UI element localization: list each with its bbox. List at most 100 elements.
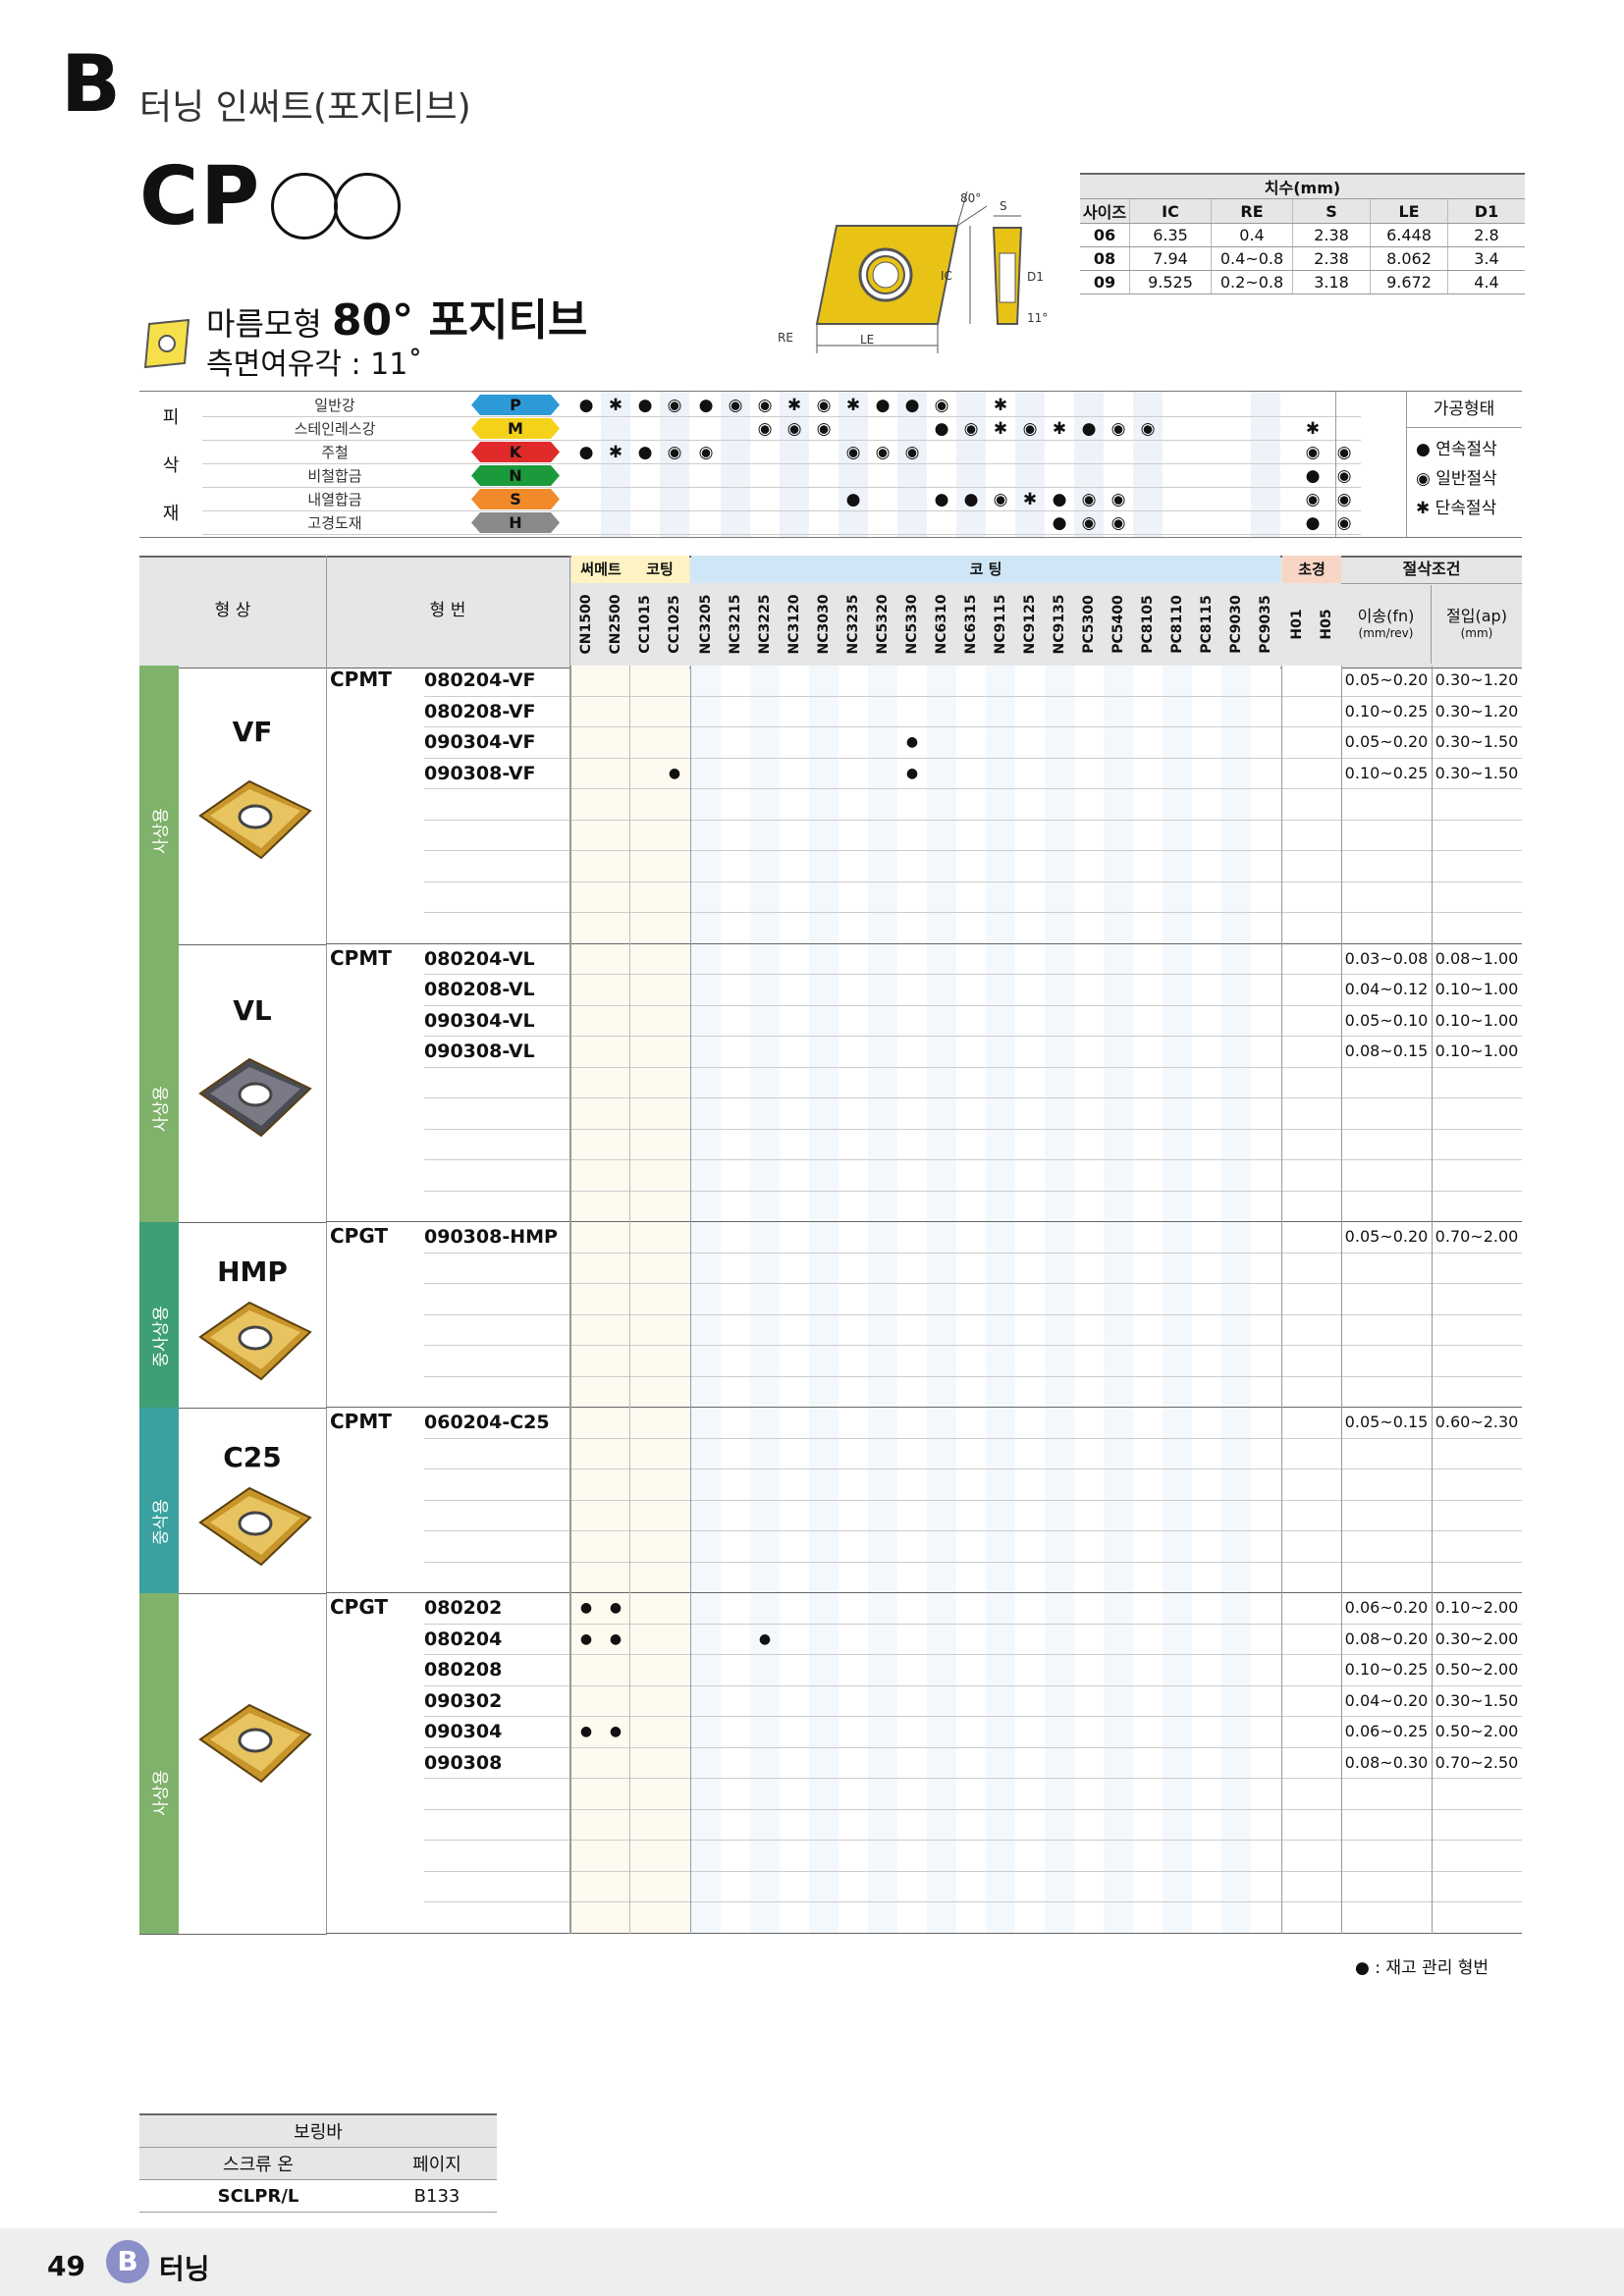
stock-dot: ● (668, 765, 681, 781)
depth-value: 0.50~2.00 (1435, 1722, 1519, 1740)
row-line (424, 1530, 1341, 1531)
part-code[interactable]: 080204-VL (424, 947, 535, 970)
grade-label: NC3235 (845, 594, 861, 655)
part-code[interactable]: 090308-VL (424, 1041, 535, 1062)
grid-stripe (839, 392, 868, 537)
machining-mark: ◉ (845, 443, 861, 462)
dims-cell: 3.18 (1292, 270, 1371, 294)
part-code[interactable]: 090304-VL (424, 1009, 535, 1032)
grade-column-bg (1221, 1593, 1251, 1934)
usage-side-label: 사상용 (139, 1593, 179, 1935)
material-name: 비철합금 (307, 467, 362, 485)
insert-photo-icon (198, 1058, 312, 1138)
dims-cell: 0.4~0.8 (1211, 246, 1293, 271)
grade-column-bg (809, 1593, 839, 1934)
part-code[interactable]: 080204 (424, 1628, 503, 1650)
grade-column-bg (1104, 1408, 1133, 1593)
depth-unit: (mm) (1460, 626, 1493, 640)
head-cutting: 절삭조건 (1341, 556, 1522, 584)
grade-column-bg (630, 1593, 660, 1934)
dims-col-header: LE (1370, 198, 1448, 224)
row-line (424, 1375, 1341, 1377)
grade-column-bg (1163, 943, 1192, 1222)
ic-label: IC (941, 269, 952, 283)
feed-value: 0.05~0.10 (1344, 1010, 1429, 1030)
grade-label: PC8115 (1199, 595, 1215, 654)
machining-mark: ◉ (1140, 419, 1156, 439)
grade-column-bg (868, 666, 897, 944)
part-code[interactable]: 080208-VF (424, 700, 536, 722)
grade-header: NC5330 (897, 585, 927, 664)
grade-label: NC5330 (904, 594, 920, 655)
grade-column-bg (1045, 1593, 1074, 1934)
material-name: 내열합금 (307, 491, 362, 508)
usage-label-text: 사상용 (151, 1086, 172, 1133)
machining-mark: ◉ (934, 396, 949, 415)
dims-cell: 3.4 (1447, 246, 1525, 271)
machining-mark: ● (698, 396, 714, 415)
stock-dot: ● (609, 1630, 623, 1647)
grade-label: PC8110 (1169, 595, 1185, 654)
depth-label: 절입(ap) (1446, 607, 1507, 625)
part-code[interactable]: 080204-VF (424, 669, 536, 691)
machining-mark: ● (637, 443, 653, 462)
grade-column-bg (721, 1222, 750, 1408)
depth-value: 0.50~2.00 (1435, 1660, 1519, 1679)
section-letter: B (61, 38, 121, 130)
part-code[interactable]: 090304 (424, 1721, 503, 1742)
material-code: K (509, 443, 522, 461)
part-code[interactable]: 060204-C25 (424, 1412, 550, 1433)
machining-mark: ◉ (1110, 513, 1126, 533)
part-code[interactable]: 080208-VL (424, 979, 535, 1000)
head-shape: 형 상 (139, 556, 327, 666)
part-code[interactable]: 090308-HMP (424, 1226, 558, 1248)
shape-main: 80° 포지티브 (331, 295, 588, 346)
feed-value: 0.05~0.20 (1344, 670, 1429, 689)
part-code[interactable]: 090308-VF (424, 762, 536, 784)
grade-column-bg (1074, 666, 1104, 944)
feed-value: 0.10~0.25 (1344, 701, 1429, 721)
column-divider (629, 666, 630, 1934)
grid-stripe (897, 392, 927, 537)
dims-cell: 08 (1080, 246, 1130, 271)
grade-header: NC3205 (691, 585, 721, 664)
grade-column-bg (897, 943, 927, 1222)
depth-value: 0.10~1.00 (1435, 1010, 1519, 1030)
machining-mark: ✱ (786, 396, 802, 415)
head-cermet: 써메트 (571, 556, 630, 583)
rhombic-shape-icon (143, 318, 190, 369)
part-code[interactable]: 080202 (424, 1597, 503, 1619)
machining-mark: ◉ (757, 419, 773, 439)
row-line (424, 1437, 1341, 1439)
machining-mark: ◉ (667, 443, 682, 462)
insert-image-cell: HMP (179, 1222, 327, 1409)
grid-stripe (1133, 392, 1163, 537)
part-code[interactable]: 090304-VF (424, 731, 536, 753)
boring-page[interactable]: B133 (377, 2179, 497, 2213)
column-divider (569, 666, 570, 1934)
grade-column-bg (571, 666, 601, 944)
grade-column-bg (750, 1593, 780, 1934)
grade-column-bg (1192, 1593, 1221, 1934)
row-line (424, 1066, 1341, 1068)
grade-column-bg (1312, 1222, 1341, 1408)
machining-mark: ✱ (1022, 490, 1038, 509)
grade-column-bg (897, 1408, 927, 1593)
head-feed: 이송(fn)(mm/rev) (1341, 585, 1432, 664)
row-line (424, 1252, 1341, 1254)
part-code[interactable]: 080208 (424, 1659, 503, 1681)
grade-column-bg (1133, 943, 1163, 1222)
grade-column-bg (1312, 1408, 1341, 1593)
row-line (424, 1716, 1341, 1717)
machining-mark: ◉ (1110, 490, 1126, 509)
part-code[interactable]: 090308 (424, 1751, 503, 1774)
stock-dot: ● (579, 1600, 593, 1616)
usage-side-label: 중삭용 (139, 1408, 179, 1594)
part-code[interactable]: 090302 (424, 1689, 503, 1712)
column-divider (570, 666, 571, 1934)
grade-label: NC9125 (1022, 594, 1038, 655)
grade-label: NC5320 (875, 594, 891, 655)
dims-cell: 2.38 (1292, 223, 1371, 247)
